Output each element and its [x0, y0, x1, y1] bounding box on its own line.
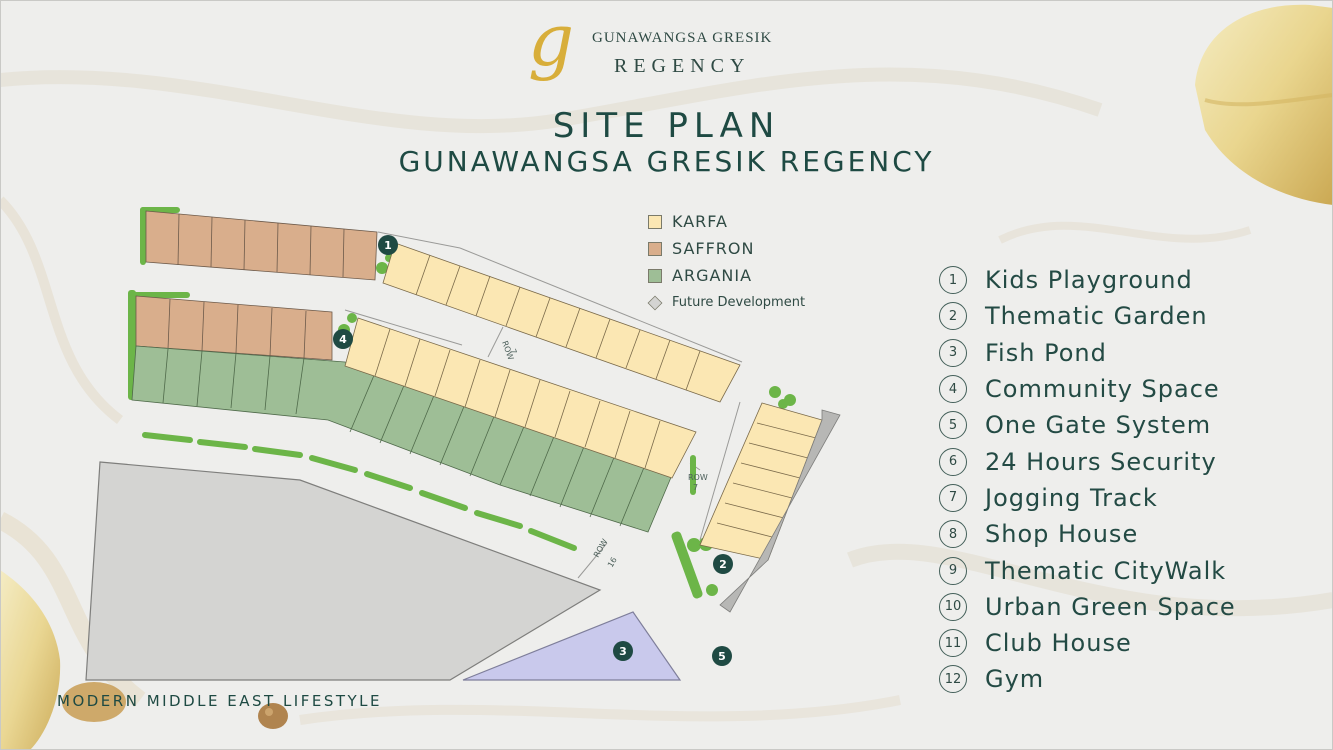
- facility-item: 2 Thematic Garden: [935, 298, 1295, 334]
- facility-label: Thematic Garden: [985, 302, 1208, 331]
- facility-item: 3 Fish Pond: [935, 335, 1295, 371]
- map-marker-2: 2: [713, 554, 733, 574]
- facility-label: Kids Playground: [985, 266, 1193, 295]
- road-label-row7-north-sub: 7: [508, 348, 518, 356]
- page-title: SITE PLAN: [552, 106, 781, 146]
- block-karfa-middle: [344, 317, 697, 479]
- legend-item-future-development: Future Development: [647, 289, 868, 316]
- facility-number-badge: 3: [939, 338, 967, 367]
- facility-item: 7 Jogging Track: [935, 480, 1295, 516]
- fish-pond-area: [462, 611, 682, 681]
- road-label-row7-east-sub: 7: [693, 483, 698, 492]
- facility-item: 10 Urban Green Space: [935, 589, 1295, 625]
- future-development-strip: [719, 409, 841, 613]
- svg-text:1: 1: [384, 239, 392, 252]
- future-development-area: [85, 461, 602, 681]
- facility-item: 12 Gym: [935, 661, 1295, 697]
- facility-number-badge: 1: [939, 266, 967, 295]
- map-marker-1: 1: [378, 235, 398, 255]
- jogging-track: [142, 432, 577, 551]
- facility-number-badge: 7: [939, 483, 967, 512]
- facility-item: 5 One Gate System: [935, 407, 1295, 443]
- facility-label: Thematic CityWalk: [985, 556, 1227, 585]
- brand-monogram: g: [528, 0, 575, 82]
- road-label-row7-east: ROW: [688, 473, 708, 482]
- block-saffron-north: [145, 210, 378, 281]
- saffron-swatch-icon: [648, 241, 662, 256]
- legend-label: SAFFRON: [672, 239, 755, 258]
- block-karfa-east: [699, 402, 823, 561]
- facility-label: Jogging Track: [985, 483, 1158, 512]
- facility-label: Shop House: [985, 520, 1139, 549]
- map-marker-3: 3: [613, 641, 633, 661]
- legend-item-argania: ARGANIA: [648, 262, 868, 289]
- facility-number-badge: 5: [939, 411, 967, 440]
- facility-item: 8 Shop House: [935, 516, 1295, 552]
- legend-item-saffron: SAFFRON: [648, 235, 868, 262]
- facility-label: Fish Pond: [985, 338, 1107, 367]
- facility-label: Urban Green Space: [985, 592, 1236, 621]
- facilities-list: 1 Kids Playground 2 Thematic Garden 3 Fish …: [935, 262, 1295, 698]
- block-saffron-middle: [135, 295, 333, 361]
- map-marker-4: 4: [333, 329, 353, 349]
- block-argania: [131, 345, 673, 533]
- facility-label: Community Space: [985, 375, 1220, 404]
- facility-number-badge: 2: [939, 302, 967, 331]
- facility-item: 6 24 Hours Security: [935, 443, 1295, 479]
- facility-number-badge: 8: [939, 520, 967, 549]
- facility-item: 4 Community Space: [935, 371, 1295, 407]
- facility-number-badge: 9: [939, 556, 967, 585]
- road-label-row16-sub: 16: [606, 556, 619, 569]
- page-subtitle: GUNAWANGSA GRESIK REGENCY: [398, 145, 935, 178]
- road-label-row16: ROW: [592, 537, 610, 559]
- map-legend: KARFA SAFFRON ARGANIA Future Development: [647, 208, 868, 316]
- svg-text:2: 2: [719, 558, 727, 571]
- map-marker-5: 5: [712, 646, 732, 666]
- brand-name-line2: REGENCY: [614, 55, 751, 77]
- legend-label: ARGANIA: [672, 266, 753, 285]
- road-outlines: [344, 231, 743, 579]
- karfa-swatch-icon: [648, 214, 662, 229]
- future-development-swatch-icon: [647, 295, 663, 310]
- facility-item: 9 Thematic CityWalk: [935, 552, 1295, 588]
- svg-text:4: 4: [339, 333, 347, 346]
- facility-number-badge: 12: [939, 665, 967, 694]
- block-karfa-north: [382, 242, 741, 403]
- legend-label: KARFA: [672, 212, 728, 231]
- brand-logo: g GUNAWANGSA GRESIK REGENCY: [528, 4, 818, 90]
- tagline: MODERN MIDDLE EAST LIFESTYLE: [57, 692, 383, 710]
- legend-label: Future Development: [672, 295, 806, 310]
- facility-number-badge: 6: [939, 447, 967, 476]
- facility-item: 11 Club House: [935, 625, 1295, 661]
- argania-swatch-icon: [648, 268, 662, 283]
- svg-text:5: 5: [718, 650, 726, 663]
- facility-item: 1 Kids Playground: [935, 262, 1295, 298]
- facility-number-badge: 11: [939, 629, 967, 658]
- facility-number-badge: 10: [939, 592, 967, 621]
- facility-label: Club House: [985, 629, 1132, 658]
- facility-label: Gym: [985, 665, 1045, 694]
- facility-label: 24 Hours Security: [985, 447, 1217, 476]
- svg-text:3: 3: [619, 645, 627, 658]
- facility-number-badge: 4: [939, 375, 967, 404]
- legend-item-karfa: KARFA: [648, 208, 868, 235]
- brand-name-line1: GUNAWANGSA GRESIK: [592, 30, 773, 46]
- facility-label: One Gate System: [985, 411, 1212, 440]
